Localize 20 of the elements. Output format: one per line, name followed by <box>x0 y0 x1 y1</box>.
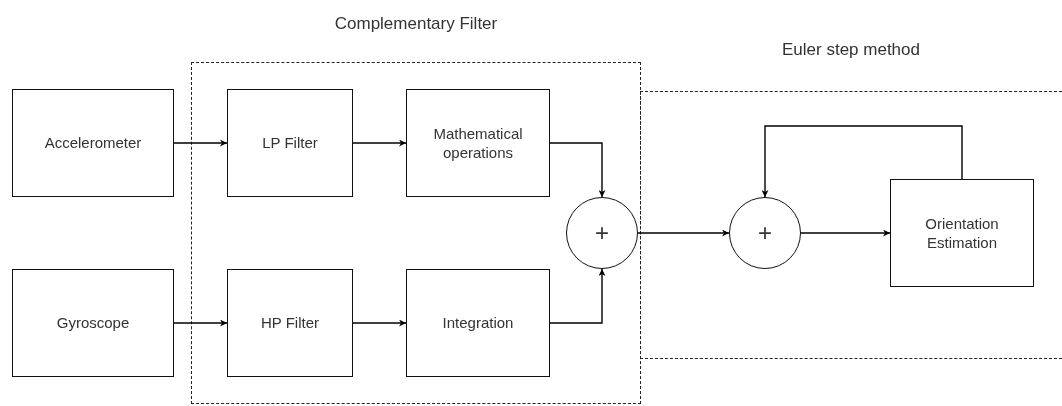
arrow <box>352 139 407 147</box>
arrow <box>549 268 606 324</box>
process-box: Integration <box>406 269 550 377</box>
summing-junction-circle: + <box>566 197 638 269</box>
process-box: Gyroscope <box>12 269 174 377</box>
process-box: LP Filter <box>227 89 353 197</box>
summing-junction-circle: + <box>729 197 801 269</box>
arrow <box>173 139 228 147</box>
group-title: Euler step method <box>781 40 921 60</box>
process-box: Mathematical operations <box>406 89 550 197</box>
arrow <box>637 229 730 237</box>
arrow <box>800 229 891 237</box>
arrow <box>761 125 963 198</box>
arrow <box>352 319 407 327</box>
arrow <box>549 142 606 198</box>
process-box: HP Filter <box>227 269 353 377</box>
arrow <box>173 319 228 327</box>
process-box: Orientation Estimation <box>890 179 1034 287</box>
group-title: Complementary Filter <box>333 14 499 34</box>
process-box: Accelerometer <box>12 89 174 197</box>
